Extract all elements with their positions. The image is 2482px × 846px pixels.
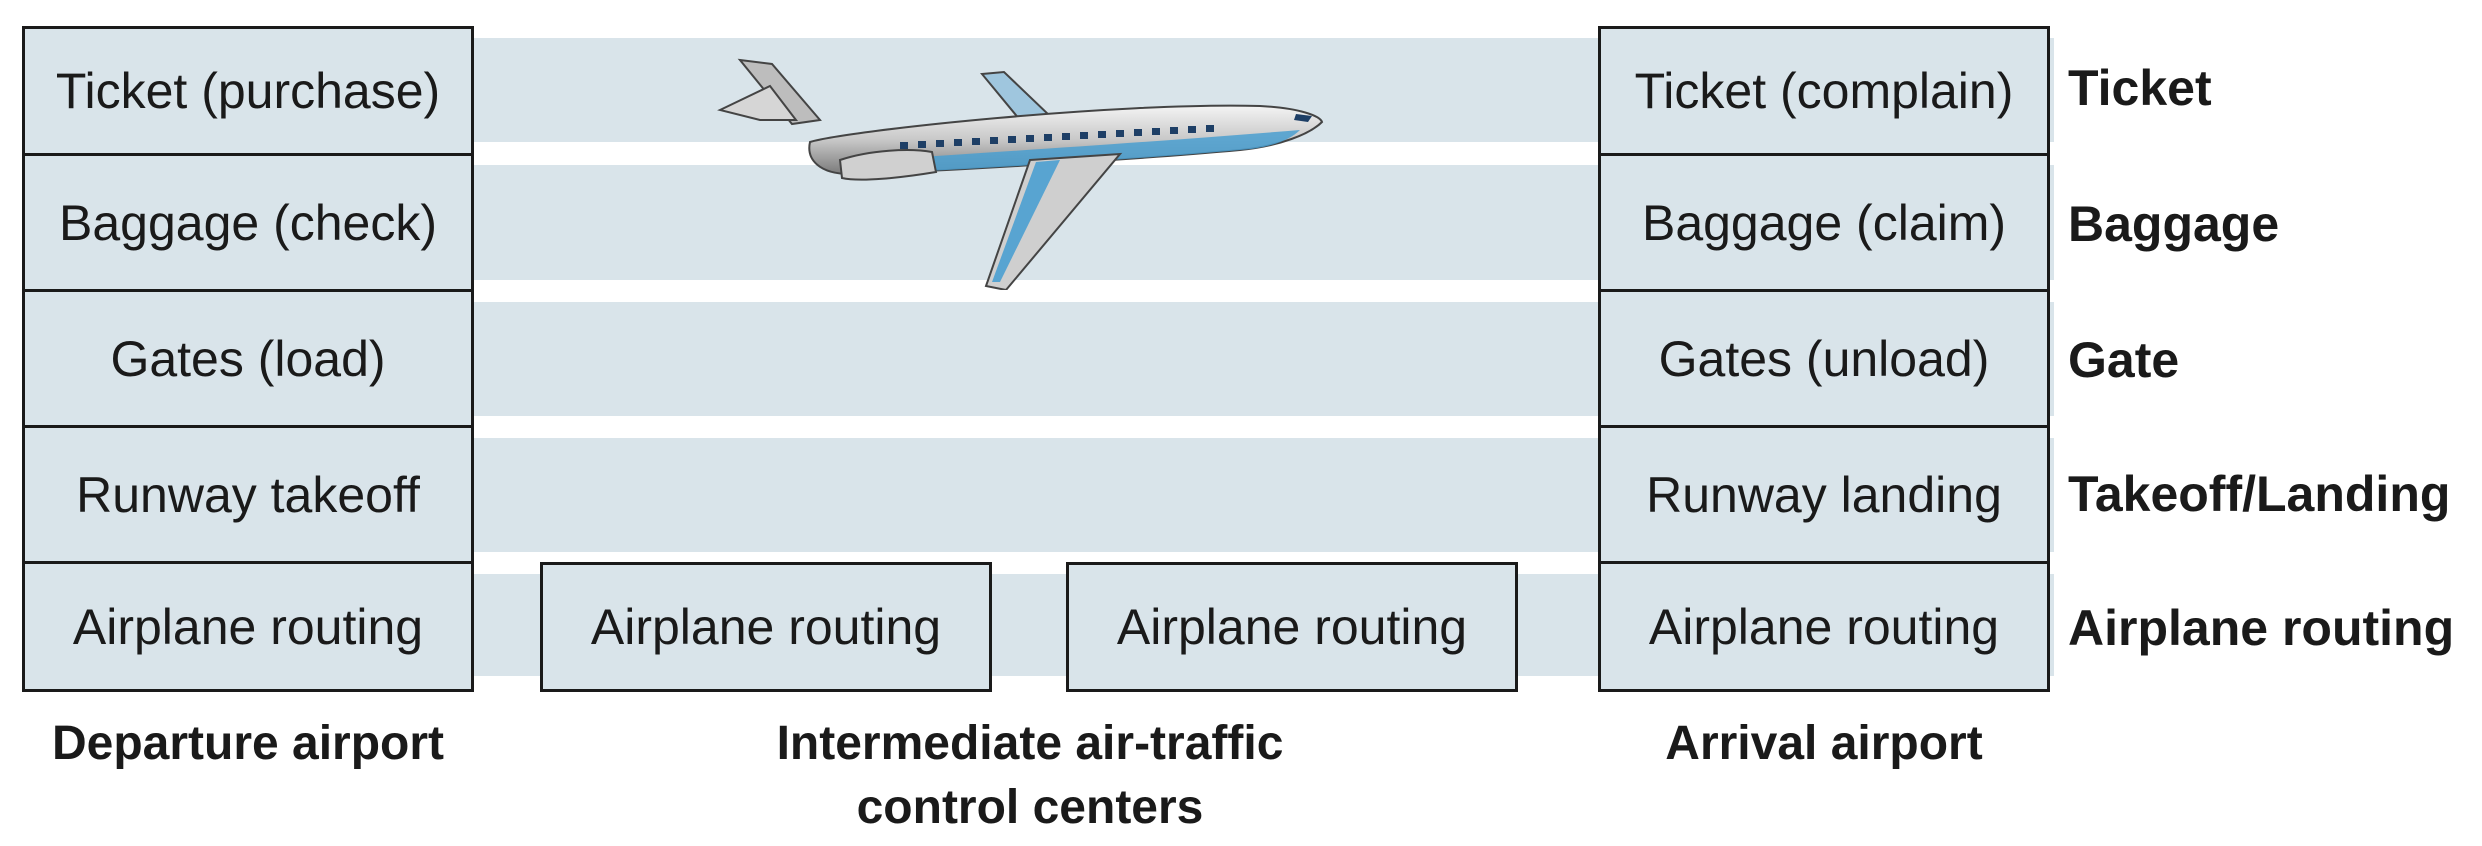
departure-ticket-label: Ticket (purchase): [55, 63, 441, 119]
departure-runway-label: Runway takeoff: [76, 466, 420, 523]
departure-baggage-label: Baggage (check): [58, 194, 437, 251]
airplane-icon: [717, 58, 1324, 290]
layer-name-airplane-routing: Airplane routing: [2068, 600, 2455, 656]
intermediate-routing-box-1: Airplane routing: [540, 562, 992, 692]
arrival-ticket-label: Ticket (complain): [1634, 63, 2014, 119]
arrival-airport-stack: Ticket (complain) Baggage (claim) Gates …: [1598, 26, 2050, 692]
departure-baggage-box: Baggage (check): [22, 156, 474, 292]
departure-gates-box: Gates (load): [22, 292, 474, 428]
arrival-gates-box: Gates (unload): [1598, 292, 2050, 428]
intermediate-routing-label-1: Airplane routing: [590, 599, 942, 655]
departure-routing-label: Airplane routing: [72, 598, 424, 655]
intermediate-routing-label-2: Airplane routing: [1116, 599, 1468, 655]
departure-gates-label: Gates (load): [110, 330, 386, 387]
arrival-airport-caption: Arrival airport: [1665, 717, 1983, 770]
intermediate-caption-line-1: Intermediate air-traffic: [776, 717, 1284, 770]
intermediate-routing-box-2: Airplane routing: [1066, 562, 1518, 692]
layer-name-baggage: Baggage: [2068, 196, 2280, 252]
departure-routing-box: Airplane routing: [22, 564, 474, 692]
arrival-routing-label: Airplane routing: [1648, 598, 2000, 655]
arrival-runway-label: Runway landing: [1646, 466, 2002, 523]
intermediate-caption-line-2: control centers: [856, 781, 1204, 834]
arrival-runway-box: Runway landing: [1598, 428, 2050, 564]
layer-name-takeoff-landing: Takeoff/Landing: [2068, 466, 2451, 522]
arrival-ticket-box: Ticket (complain): [1598, 26, 2050, 156]
layer-name-gate: Gate: [2068, 332, 2180, 388]
arrival-gates-label: Gates (unload): [1658, 330, 1990, 387]
layer-name-ticket: Ticket: [2068, 60, 2212, 116]
departure-airport-caption: Departure airport: [51, 717, 445, 770]
departure-runway-box: Runway takeoff: [22, 428, 474, 564]
departure-ticket-box: Ticket (purchase): [22, 26, 474, 156]
arrival-baggage-box: Baggage (claim): [1598, 156, 2050, 292]
arrival-routing-box: Airplane routing: [1598, 564, 2050, 692]
departure-airport-stack: Ticket (purchase) Baggage (check) Gates …: [22, 26, 474, 692]
intermediate-caption: Intermediate air-traffic control centers: [640, 712, 1420, 840]
arrival-baggage-label: Baggage (claim): [1641, 194, 2007, 251]
